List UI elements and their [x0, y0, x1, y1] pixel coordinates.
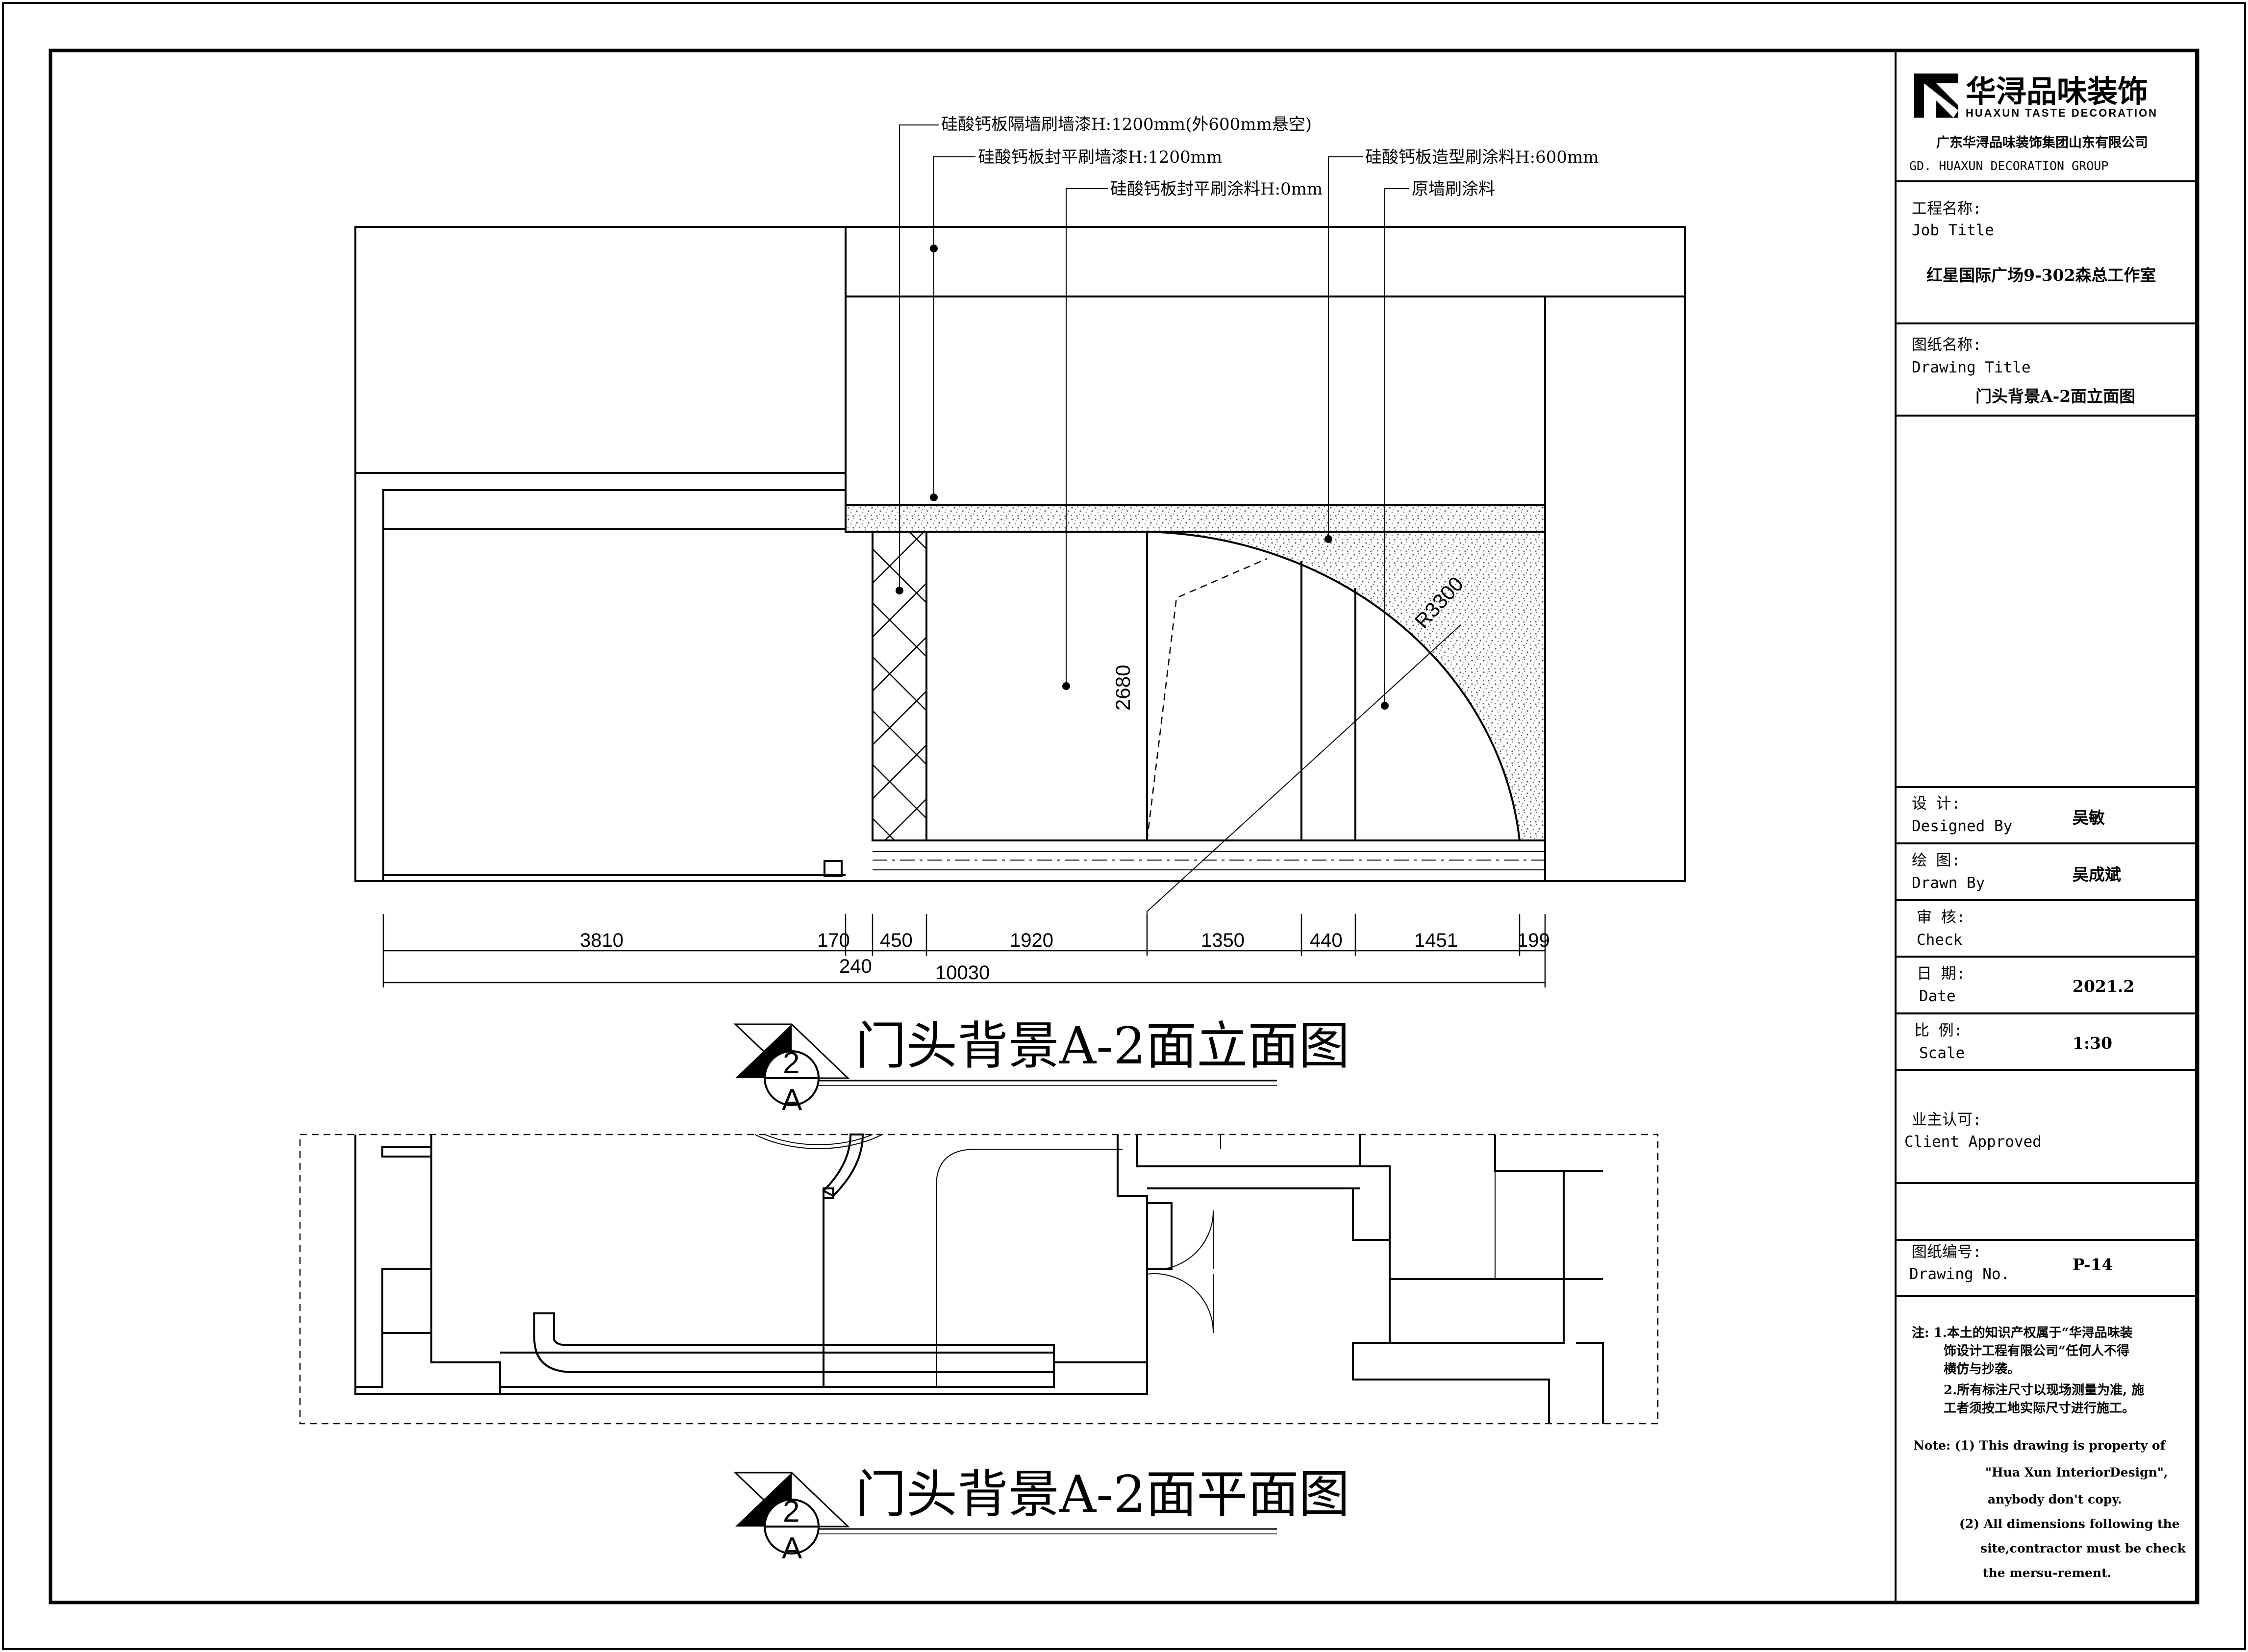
approved-label-en: Client Approved: [1904, 1133, 2042, 1151]
drawing-name: 门头背景A-2面立面图: [1975, 387, 2135, 406]
designer-name: 吴敏: [2073, 808, 2105, 827]
plan-title: 门头背景A-2面平面图: [855, 1464, 1349, 1524]
drawing-no-value: P-14: [2073, 1255, 2113, 1274]
svg-text:site,contractor must be check: site,contractor must be check: [1980, 1541, 2186, 1555]
designed-label-en: Designed By: [1912, 817, 2012, 835]
svg-text:anybody don't copy.: anybody don't copy.: [1988, 1492, 2122, 1506]
drawing-title-cn: 图纸名称:: [1912, 336, 1982, 354]
svg-text:(2) All dimensions following t: (2) All dimensions following the: [1959, 1517, 2180, 1531]
elevation-drawing: [354, 226, 1686, 953]
svg-text:工者须按工地实际尺寸进行施工。: 工者须按工地实际尺寸进行施工。: [1944, 1401, 2135, 1416]
job-title-cn: 工程名称:: [1912, 200, 1982, 218]
elevation-title: 门头背景A-2面立面图: [855, 1016, 1349, 1076]
date-value: 2021.2: [2073, 977, 2134, 996]
svg-text:2.所有标注尺寸以现场测量为准, 施: 2.所有标注尺寸以现场测量为准, 施: [1944, 1382, 2144, 1398]
designed-label-cn: 设 计:: [1912, 795, 1960, 813]
notes-cn: 注: 1.本土的知识产权属于“华浔品味装 饰设计工程有限公司”任何人不得 横仿与…: [1912, 1325, 2144, 1416]
notes-en: Note: (1) This drawing is property of "H…: [1913, 1438, 2186, 1580]
svg-text:饰设计工程有限公司”任何人不得: 饰设计工程有限公司”任何人不得: [1944, 1344, 2129, 1358]
dim-3810: 3810: [580, 930, 624, 951]
date-label-en: Date: [1919, 987, 1956, 1005]
drawing-no-label-en: Drawing No.: [1909, 1265, 2010, 1283]
dim-450: 450: [880, 930, 913, 951]
sheet-inner-border: [49, 49, 2199, 1604]
callout-5: 原墙刷涂料: [1412, 179, 1495, 199]
svg-text:横仿与抄袭。: 横仿与抄袭。: [1944, 1361, 2020, 1377]
scale-label-cn: 比 例:: [1914, 1022, 1963, 1039]
callout-3: 硅酸钙板封平刷涂料H:0mm: [1110, 179, 1323, 199]
elevation-marker-number: 2: [783, 1046, 799, 1080]
height-dimension: 2680: [1111, 665, 1134, 711]
plan-section-marker: [733, 1472, 1277, 1554]
plan-drawing: [299, 1134, 1659, 1425]
check-label-cn: 审 核:: [1917, 909, 1965, 926]
date-label-cn: 日 期:: [1917, 965, 1965, 983]
dim-1451: 1451: [1414, 930, 1458, 951]
title-block-frame: [1895, 50, 2197, 1603]
company-full-name: 广东华浔品味装饰集团山东有限公司: [1936, 135, 2148, 150]
company-name-cn: 华浔品味装饰: [1966, 75, 2148, 109]
check-label-en: Check: [1917, 931, 1963, 949]
job-name: 红星国际广场9-302森总工作室: [1926, 266, 2156, 285]
drawn-label-cn: 绘 图:: [1912, 852, 1960, 869]
elevation-marker-sheet: A: [782, 1083, 802, 1117]
elevation-section-marker: [733, 1023, 1277, 1106]
dim-1920: 1920: [1010, 930, 1053, 951]
scale-value: 1:30: [2073, 1034, 2112, 1053]
drafter-name: 吴成斌: [2073, 865, 2121, 884]
scale-label-en: Scale: [1919, 1044, 1965, 1062]
arch-speckle: [1147, 531, 1546, 841]
svg-text:"Hua Xun InteriorDesign",: "Hua Xun InteriorDesign",: [1985, 1465, 2168, 1479]
callout-dots: [896, 245, 1389, 710]
dim-170: 170: [817, 930, 850, 951]
drawing-no-label-cn: 图纸编号:: [1912, 1243, 1982, 1261]
company-logo-icon: [1914, 74, 1958, 118]
plan-marker-sheet: A: [782, 1531, 802, 1565]
drawing-title-en: Drawing Title: [1912, 359, 2031, 376]
job-title-en: Job Title: [1912, 222, 1994, 239]
dim-199: 199: [1517, 930, 1550, 951]
callout-4: 硅酸钙板造型刷涂料H:600mm: [1365, 148, 1599, 167]
svg-text:the mersu-rement.: the mersu-rement.: [1983, 1566, 2111, 1580]
dim-440: 440: [1310, 930, 1343, 951]
dim-total: 10030: [935, 962, 990, 984]
speckle-band: [845, 504, 1546, 533]
company-name-en: HUAXUN TASTE DECORATION: [1966, 107, 2158, 119]
callout-1: 硅酸钙板隔墙刷墙漆H:1200mm(外600mm悬空): [941, 115, 1312, 134]
callout-leaders: [899, 124, 1409, 706]
plan-marker-number: 2: [783, 1495, 799, 1529]
dim-1350: 1350: [1201, 930, 1245, 951]
callout-2: 硅酸钙板封平刷墙漆H:1200mm: [978, 148, 1222, 167]
company-group: GD. HUAXUN DECORATION GROUP: [1909, 159, 2108, 173]
dim-240: 240: [839, 956, 872, 977]
svg-text:注: 1.本土的知识产权属于“华浔品味装: 注: 1.本土的知识产权属于“华浔品味装: [1912, 1325, 2133, 1340]
drawn-label-en: Drawn By: [1912, 874, 1985, 892]
svg-text:Note: (1) This drawing is pro: Note: (1) This drawing is property of: [1913, 1438, 2167, 1453]
dimension-line: [382, 914, 1546, 987]
approved-label-cn: 业主认可:: [1912, 1111, 1982, 1129]
